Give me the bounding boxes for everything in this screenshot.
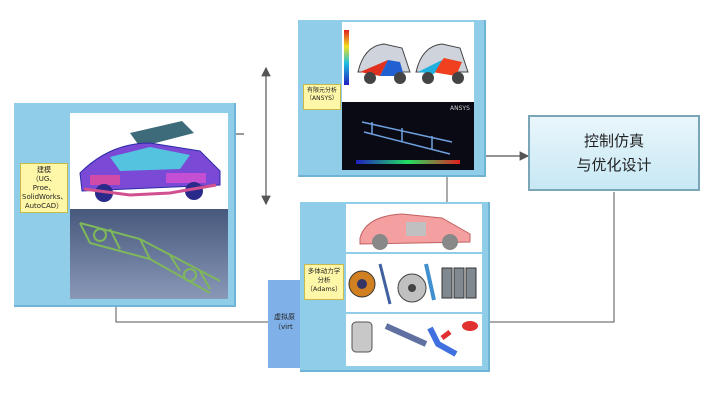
fea-stress-car-icon	[342, 22, 474, 102]
control-simulation-box: 控制仿真 与优化设计	[528, 115, 700, 191]
fea-panel: 有限元分析 （ANSYS）	[298, 20, 486, 177]
brake-disc-icon	[346, 254, 482, 312]
virtual-prototype-panel: 虚拟原 （virt	[268, 280, 304, 368]
result-line2: 与优化设计	[576, 156, 652, 174]
virtual-label: 虚拟原 （virt	[274, 313, 295, 331]
modeling-panel: 建模 （UG、Proe、 SolidWorks、 AutoCAD）	[14, 103, 236, 307]
arrow-loop-to-modeling	[112, 299, 300, 323]
car-frame-model-icon	[70, 113, 228, 209]
chassis-wireframe-icon	[70, 209, 228, 299]
svg-text:ANSYS: ANSYS	[450, 105, 470, 112]
modeling-label: 建模 （UG、Proe、 SolidWorks、 AutoCAD）	[20, 163, 68, 213]
result-line1: 控制仿真	[583, 132, 644, 150]
fea-chassis-icon: ANSYS	[342, 102, 474, 170]
line-result-to-multibody	[490, 192, 615, 323]
multibody-panel: 多体动力学 分析 （Adams）	[300, 202, 490, 372]
fea-label: 有限元分析 （ANSYS）	[303, 84, 341, 110]
piston-crankshaft-icon	[346, 314, 482, 366]
multibody-label: 多体动力学 分析 （Adams）	[304, 264, 344, 300]
cutaway-car-icon	[346, 204, 482, 252]
